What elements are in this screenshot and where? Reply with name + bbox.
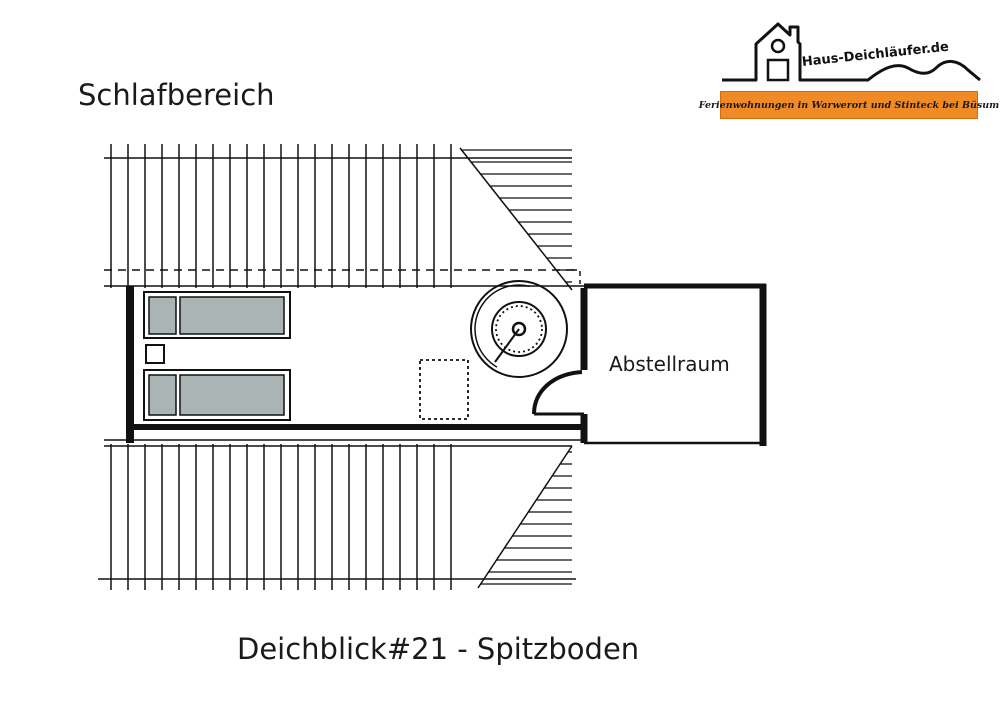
roof-top-rafters bbox=[110, 144, 452, 288]
bed-upper bbox=[143, 291, 291, 339]
roof-window bbox=[419, 359, 469, 420]
roof-top-hip-line bbox=[459, 147, 573, 291]
roof-bottom bbox=[98, 444, 576, 590]
logo-banner: Ferienwohnungen in Warwerort und Stintec… bbox=[699, 91, 999, 119]
section-title: Schlafbereich bbox=[78, 78, 275, 112]
bed-lower bbox=[143, 369, 291, 421]
door-swing-arc bbox=[532, 370, 583, 415]
roof-top bbox=[104, 144, 581, 291]
stair-dotted-circle bbox=[495, 305, 543, 353]
roof-top-corner-dash bbox=[572, 269, 581, 284]
roof-top-hip-hatch bbox=[461, 149, 572, 283]
plan-title: Deichblick#21 - Spitzboden bbox=[237, 632, 640, 666]
spiral-staircase bbox=[470, 280, 568, 378]
nightstand bbox=[145, 344, 165, 364]
roof-bottom-hip-hatch bbox=[480, 451, 572, 585]
brand-logo: Haus-Deichläufer.de Ferienwohnungen in W… bbox=[699, 18, 999, 124]
logo-tagline: Ferienwohnungen in Warwerort und Stintec… bbox=[698, 99, 1000, 111]
roof-bottom-rafters bbox=[110, 444, 452, 590]
roof-bottom-hip-line bbox=[477, 445, 573, 589]
room-label-storage: Abstellraum bbox=[609, 352, 730, 376]
mattress bbox=[179, 374, 285, 416]
pillow bbox=[148, 374, 177, 416]
stair-handrail-arc bbox=[474, 284, 564, 374]
pillow bbox=[148, 296, 177, 335]
mattress bbox=[179, 296, 285, 335]
room-walls bbox=[104, 283, 767, 446]
house-logo-icon bbox=[722, 22, 981, 82]
